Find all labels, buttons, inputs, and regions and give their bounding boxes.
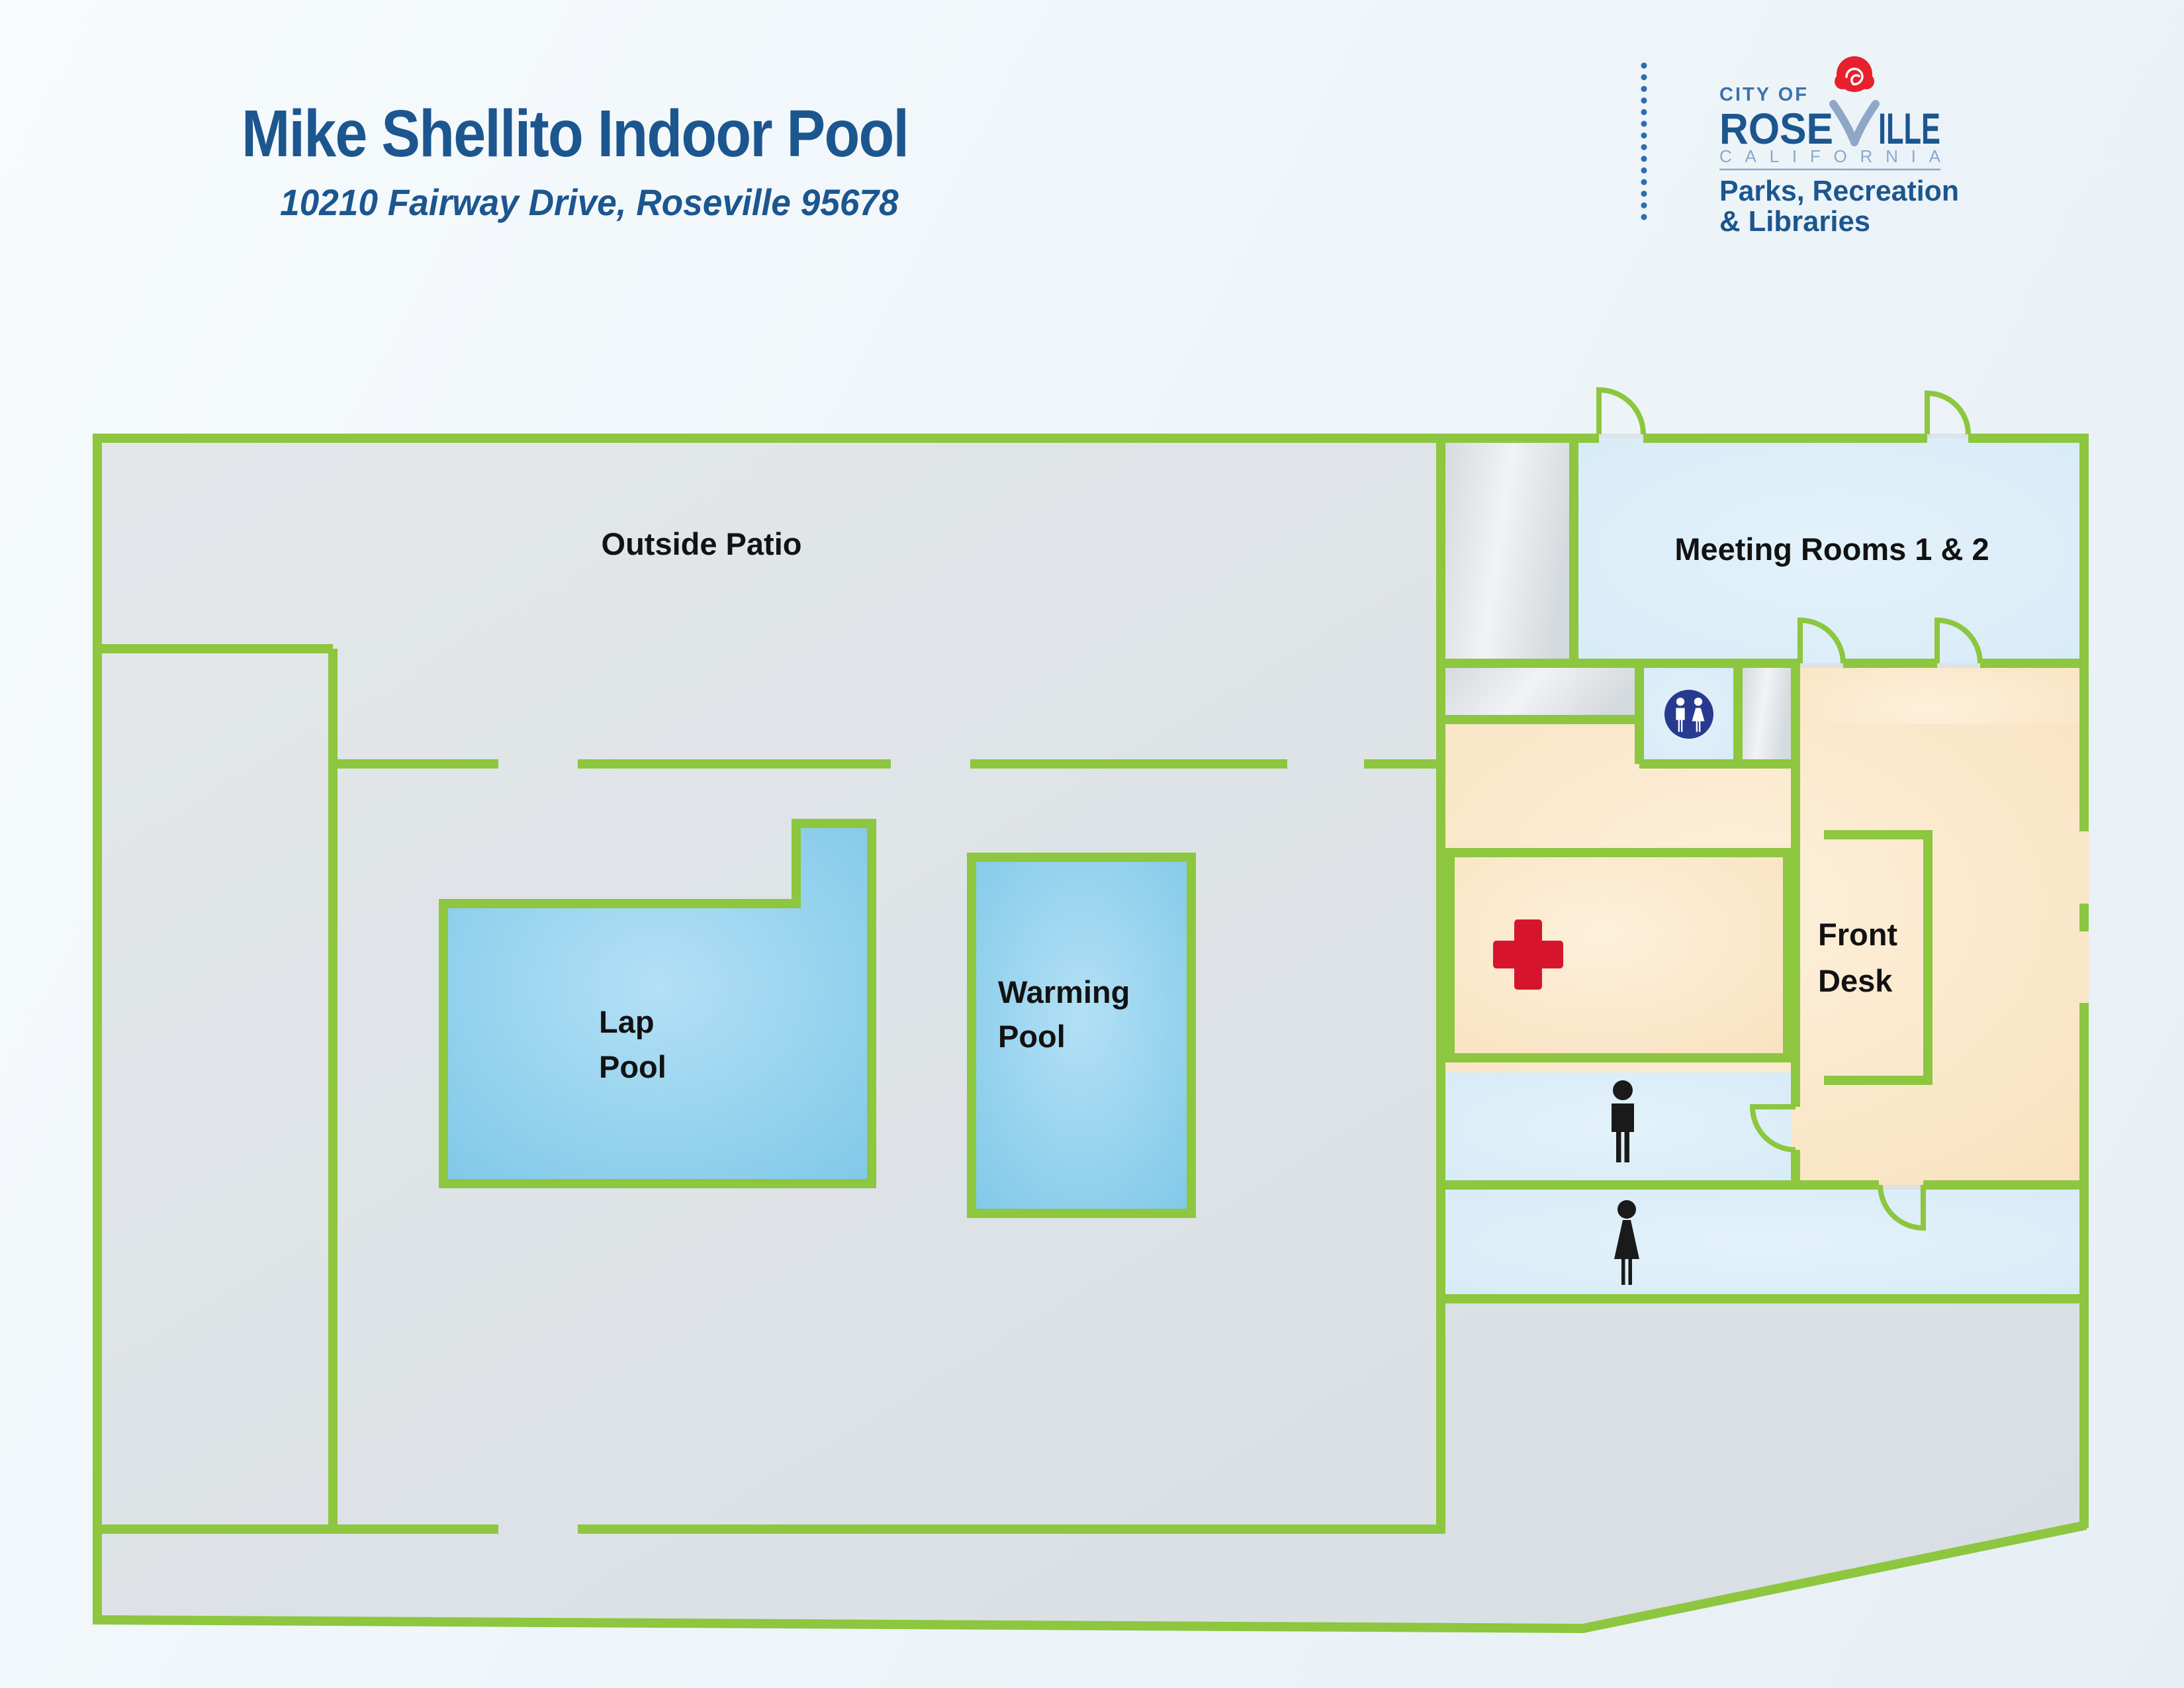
rose-leaves-v xyxy=(1829,100,1880,146)
storage-strip xyxy=(1743,668,1791,759)
city-logo: CITY OF ROSE ILLE CALIFORNIA Parks, Recr… xyxy=(1641,56,1959,238)
womens-restroom xyxy=(1445,1190,2084,1294)
door-swing-arc-icon-meeting-interior-1 xyxy=(1797,617,1846,664)
warming-pool xyxy=(967,853,1196,1218)
page-title: Mike Shellito Indoor Pool xyxy=(242,97,909,171)
lap-pool xyxy=(439,819,876,1188)
logo-name-right: ILLE xyxy=(1878,104,1940,153)
header: Mike Shellito Indoor Pool 10210 Fairway … xyxy=(242,99,999,224)
door-swing-arc-icon-meeting-exterior-2 xyxy=(1925,390,1971,435)
label-outside-patio: Outside Patio xyxy=(602,526,802,561)
corridor-room xyxy=(1445,438,1574,663)
family-restroom-icon xyxy=(1664,690,1713,739)
label-lap-pool-line1: Lap xyxy=(599,1004,655,1039)
first-aid-cross-icon xyxy=(1493,919,1563,990)
door-swing-arc-icon-mens xyxy=(1749,1104,1796,1152)
logo-dept-line1: Parks, Recreation xyxy=(1719,175,1959,207)
meeting-rooms xyxy=(1578,438,2084,663)
front-desk-counter xyxy=(1824,830,1933,1085)
rose-icon xyxy=(1835,56,1874,92)
label-meeting-rooms: Meeting Rooms 1 & 2 xyxy=(1674,532,1989,567)
logo-name-left: ROSE xyxy=(1719,104,1833,153)
label-warming-pool-line2: Pool xyxy=(998,1019,1066,1054)
label-front-desk-line1: Front xyxy=(1818,917,1897,952)
label-warming-pool-line1: Warming xyxy=(998,974,1130,1009)
door-swing-arc-icon-meeting-exterior-1 xyxy=(1596,387,1646,435)
wall-outer-bottom xyxy=(92,1521,2087,1634)
womens-restroom-icon xyxy=(1614,1200,1639,1285)
mens-restroom-icon xyxy=(1612,1080,1634,1162)
door-swing-arc-icon-meeting-interior-2 xyxy=(1934,617,1983,664)
label-lap-pool-line2: Pool xyxy=(599,1049,666,1084)
page-subtitle: 10210 Fairway Drive, Roseville 95678 xyxy=(280,181,899,223)
door-swing-arc-icon-womens xyxy=(1878,1184,1926,1231)
hall-strip xyxy=(1445,668,1635,722)
label-front-desk-line2: Desk xyxy=(1818,963,1893,998)
logo-dept-line2: & Libraries xyxy=(1719,205,1870,238)
